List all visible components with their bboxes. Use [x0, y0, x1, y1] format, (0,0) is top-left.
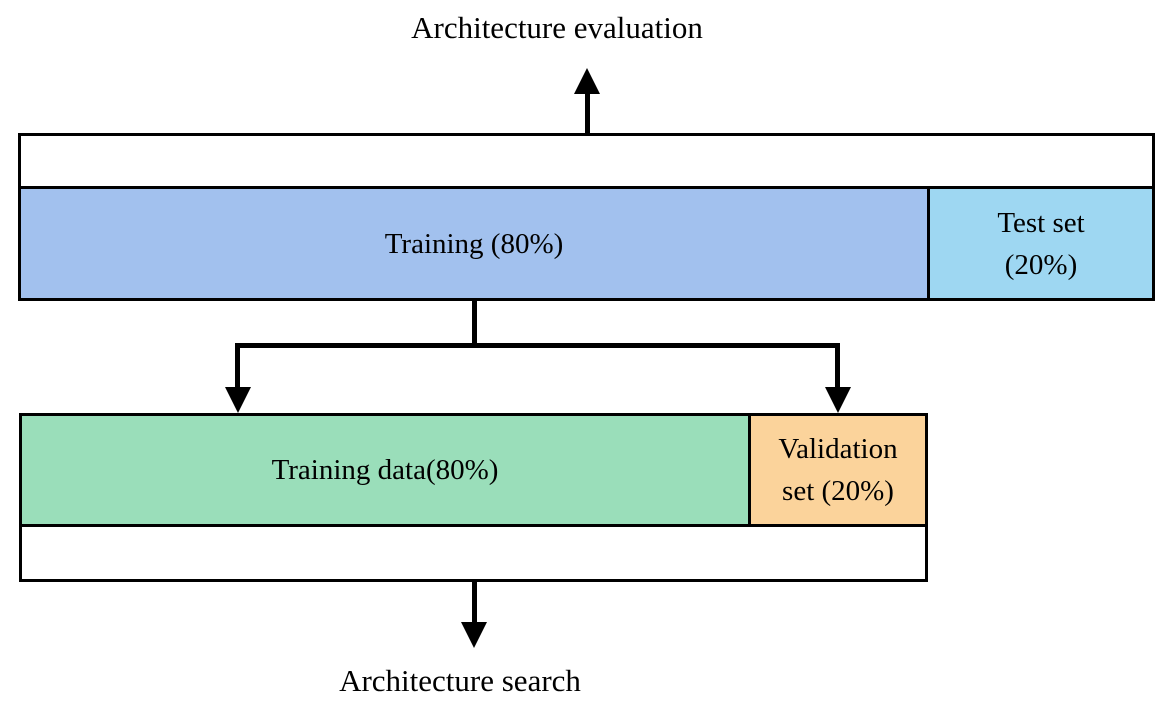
split-connector-crossbar — [235, 343, 840, 348]
test-set-box: Test set (20%) — [927, 186, 1155, 301]
split-connector-left-drop — [235, 343, 240, 391]
left-down-arrow-icon — [225, 387, 251, 413]
split-connector-stem — [472, 301, 477, 346]
split-connector-right-drop — [835, 343, 840, 391]
up-arrow-icon — [574, 68, 600, 94]
up-arrow-shaft — [585, 92, 590, 134]
validation-set-box: Validation set (20%) — [748, 413, 928, 527]
test-set-label-line2: (20%) — [1004, 248, 1078, 281]
training-data-label: Training data(80%) — [271, 454, 499, 486]
test-set-label-line1: Test set — [997, 206, 1085, 239]
down-arrow-shaft — [472, 582, 477, 624]
dataset-outer-box-row2 — [19, 524, 928, 582]
architecture-search-label: Architecture search — [339, 663, 581, 698]
validation-set-label-line1: Validation — [778, 433, 898, 465]
validation-set-label-line2: set (20%) — [782, 475, 894, 507]
training-data-box: Training data(80%) — [19, 413, 751, 527]
down-arrow-icon — [461, 622, 487, 648]
architecture-evaluation-label: Architecture evaluation — [411, 10, 703, 45]
right-down-arrow-icon — [825, 387, 851, 413]
training-box: Training (80%) — [18, 186, 930, 301]
training-label: Training (80%) — [384, 227, 564, 260]
